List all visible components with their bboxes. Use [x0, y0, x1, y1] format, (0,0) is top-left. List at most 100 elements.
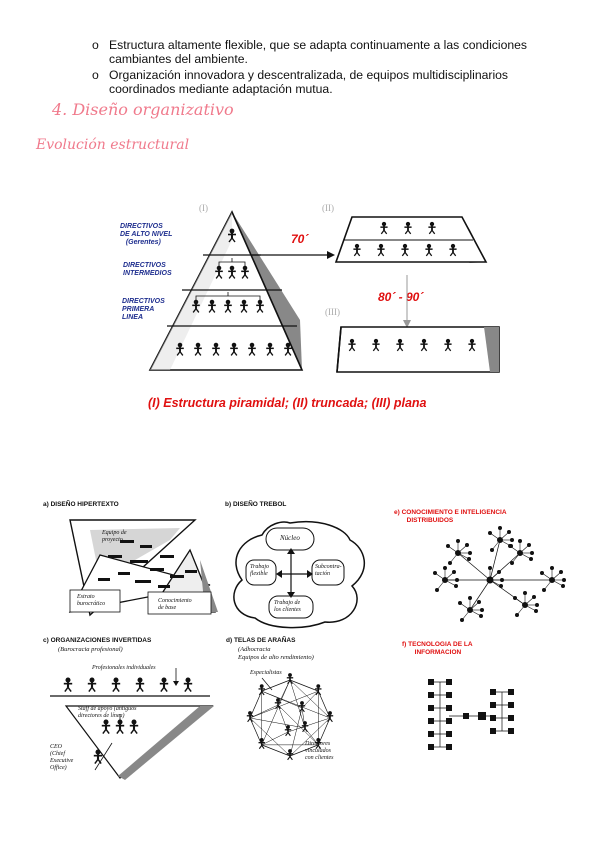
panel-f-title: f) TECNOLOGIA DE LA INFORMACION — [402, 641, 473, 656]
person-icon — [192, 299, 200, 313]
person-icon — [444, 338, 452, 352]
person-icon — [315, 684, 322, 696]
person-icon — [315, 737, 322, 750]
person-icon — [129, 719, 139, 734]
person-icon — [228, 265, 236, 279]
person-icon — [159, 677, 169, 692]
bullet-text: Organización innovadora y descentralizad… — [109, 68, 509, 96]
person-icon — [183, 677, 193, 692]
person-icon — [284, 342, 292, 356]
computer-node-icon — [490, 689, 496, 695]
label-subcontratacion: Subcontra-tación — [315, 564, 342, 577]
person-icon — [372, 338, 380, 352]
person-icon — [396, 338, 404, 352]
person-icon — [284, 725, 292, 737]
person-icon — [135, 677, 145, 692]
computer-node-icon — [490, 728, 496, 734]
person-icon — [401, 243, 409, 257]
person-icon — [420, 338, 428, 352]
person-icon — [301, 721, 309, 733]
person-icon — [425, 243, 433, 257]
computer-node-icon — [446, 692, 452, 698]
panel-e-title: e) CONOCIMIENTO E INTELIGENCIA DISTRIBUI… — [394, 509, 507, 524]
person-icon — [208, 299, 216, 313]
person-icon — [101, 719, 111, 734]
person-icon — [353, 243, 361, 257]
computer-node-icon — [428, 705, 434, 711]
person-icon — [248, 342, 256, 356]
computer-node-icon — [428, 679, 434, 685]
bullet-marker: o — [92, 68, 99, 82]
server-icon — [478, 712, 486, 720]
person-icon — [256, 299, 264, 313]
computer-node-icon — [490, 715, 496, 721]
person-icon — [326, 711, 334, 723]
person-icon — [230, 342, 238, 356]
person-icon — [468, 338, 476, 352]
bullet-marker: o — [92, 38, 99, 52]
person-icon — [93, 749, 103, 764]
person-icon — [266, 342, 274, 356]
person-icon — [428, 221, 436, 235]
computer-node-icon — [428, 718, 434, 724]
person-icon — [194, 342, 202, 356]
label-nucleo: Núcleo — [280, 534, 300, 542]
person-icon — [240, 299, 248, 313]
person-icon — [241, 265, 249, 279]
bullet-text: Estructura altamente flexible, que se ad… — [109, 38, 528, 66]
person-icon — [404, 221, 412, 235]
person-icon — [111, 677, 121, 692]
person-icon — [449, 243, 457, 257]
person-icon — [348, 338, 356, 352]
computer-node-icon — [508, 715, 514, 721]
person-icon — [224, 299, 232, 313]
computer-node-icon — [428, 692, 434, 698]
person-icon — [377, 243, 385, 257]
panel-c-title: c) ORGANIZACIONES INVERTIDAS — [43, 637, 152, 644]
person-icon — [258, 737, 265, 750]
section-heading: 4. Diseño organizativo — [52, 100, 234, 119]
person-icon — [176, 342, 184, 356]
person-icon — [228, 228, 236, 243]
computer-node-icon — [446, 705, 452, 711]
computer-node-icon — [508, 702, 514, 708]
computer-node-icon — [446, 744, 452, 750]
person-icon — [215, 265, 223, 279]
computer-node-icon — [508, 728, 514, 734]
panel-d-title: d) TELAS DE ARAÑAS — [226, 637, 296, 644]
roman-ii: (II) — [322, 203, 334, 213]
computer-node-icon — [446, 679, 452, 685]
computer-node-icon — [428, 744, 434, 750]
label-profesionales: Profesionales individuales — [92, 665, 156, 671]
person-icon — [258, 684, 265, 696]
computer-node-icon — [490, 702, 496, 708]
label-especialistas: Especialistas — [250, 670, 282, 676]
computer-node-icon — [428, 731, 434, 737]
computer-node-icon — [446, 731, 452, 737]
person-icon — [212, 342, 220, 356]
roman-i: (I) — [199, 203, 208, 213]
person-icon — [87, 677, 97, 692]
panel-c-subtitle: (Burocracia profesional) — [58, 646, 123, 653]
person-icon — [246, 711, 254, 723]
roman-iii: (III) — [325, 307, 340, 317]
era-80-90: 80´ - 90´ — [378, 290, 424, 304]
